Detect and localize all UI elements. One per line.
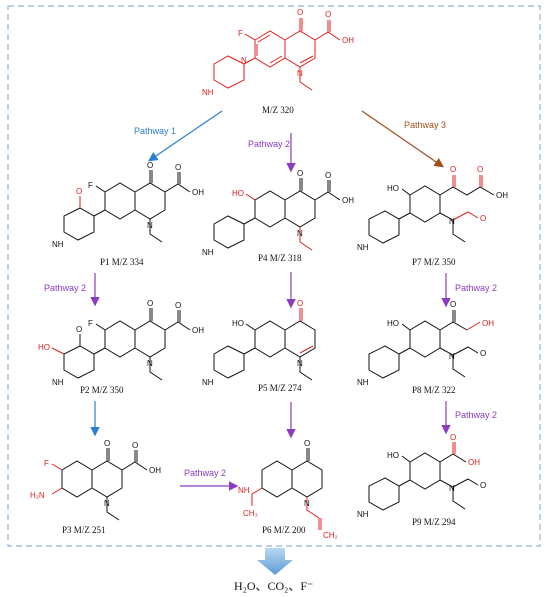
- p3-atom-N: N: [104, 499, 110, 508]
- parent-atom-F: F: [238, 29, 243, 38]
- p6-atom-CH3: CH₃: [243, 509, 258, 518]
- p6-atom-NH: NH: [238, 486, 250, 495]
- bottom-arrow: [257, 548, 293, 575]
- p5-structure: [213, 308, 316, 381]
- label-pathway2-c: Pathway 2: [184, 468, 226, 478]
- p8-atom-OH: OH: [482, 319, 494, 328]
- p1-atom-F: F: [88, 181, 93, 190]
- p4-atom-HO: HO: [232, 189, 244, 198]
- p7-atom-N: N: [449, 217, 455, 226]
- p2-atom-N: N: [147, 359, 153, 368]
- p7-atom-OH: OH: [496, 191, 508, 200]
- p6-atom-N: N: [304, 499, 310, 508]
- p8-atom-NH: NH: [357, 378, 369, 387]
- p3-structure: [51, 448, 148, 521]
- parent-atom-NH: NH: [202, 88, 214, 97]
- p6-label: P6 M/Z 200: [262, 525, 306, 535]
- p9-atom-O: O: [450, 433, 456, 442]
- p4-atom-O: O: [297, 169, 303, 178]
- p1-atom-O2: O: [175, 163, 181, 172]
- parent-atom-O: O: [297, 8, 303, 17]
- label-pathway3: Pathway 3: [404, 120, 446, 130]
- parent-atom-O2: O: [325, 10, 331, 19]
- p9-atom-O2: O: [480, 481, 486, 490]
- p5-atom-N: N: [297, 359, 303, 368]
- label-pathway2-a: Pathway 2: [248, 139, 290, 149]
- p7-label: P7 M/Z 350: [412, 257, 456, 267]
- label-pathway2-b: Pathway 2: [44, 283, 86, 293]
- parent-atom-OH: OH: [342, 36, 354, 45]
- p2-atom-O2: O: [175, 301, 181, 310]
- p6-atom-O: O: [304, 439, 310, 448]
- p2-atom-O: O: [147, 299, 153, 308]
- p7-atom-O3: O: [480, 214, 486, 223]
- p2-atom-HO-red: HO: [38, 343, 50, 352]
- p7-atom-O2: O: [477, 165, 483, 174]
- p8-atom-O: O: [450, 300, 456, 309]
- p2-label: P2 M/Z 350: [80, 385, 124, 395]
- p3-atom-O: O: [104, 439, 110, 448]
- p6-atom-CH2: CH₂: [323, 531, 338, 540]
- label-pathway2-d: Pathway 2: [455, 283, 497, 293]
- p1-label: P1 M/Z 334: [100, 257, 144, 267]
- frame-border: [7, 5, 541, 547]
- p2-atom-F: F: [88, 319, 93, 328]
- p1-atom-O: O: [147, 161, 153, 170]
- p8-atom-O2: O: [480, 349, 486, 358]
- arrow-pathway3-parent-to-p7: [361, 110, 444, 168]
- p3-atom-O2: O: [132, 441, 138, 450]
- p4-label: P4 M/Z 318: [258, 253, 302, 263]
- arrow-pathway1-parent-to-p1: [148, 110, 223, 162]
- p7-atom-O: O: [450, 165, 456, 174]
- p7-structure: [368, 175, 495, 244]
- p9-label: P9 M/Z 294: [412, 517, 456, 527]
- parent-structure: [213, 18, 341, 91]
- p9-atom-N: N: [449, 484, 455, 493]
- p2-atom-OH: OH: [192, 326, 204, 335]
- parent-atom-N: N: [297, 69, 303, 78]
- p2-atom-NH: NH: [52, 378, 64, 387]
- p5-atom-O: O: [297, 299, 303, 308]
- parent-atom-N2: N: [241, 56, 247, 65]
- p6-structure: [251, 448, 323, 530]
- p3-label: P3 M/Z 251: [62, 525, 106, 535]
- p9-atom-NH: NH: [357, 510, 369, 519]
- p1-atom-OH: OH: [192, 188, 204, 197]
- p1-structure: [63, 170, 191, 243]
- p1-atom-O-red: O: [76, 187, 82, 196]
- label-pathway2-e: Pathway 2: [455, 410, 497, 420]
- p7-atom-NH: NH: [357, 243, 369, 252]
- p8-atom-N: N: [449, 352, 455, 361]
- p2-atom-O3: O: [76, 325, 82, 334]
- p3-atom-F: F: [44, 459, 49, 468]
- p4-structure: [213, 178, 341, 251]
- p8-label: P8 M/Z 322: [412, 385, 456, 395]
- p3-atom-OH: OH: [149, 466, 161, 475]
- p2-structure: [51, 308, 191, 381]
- p9-structure: [368, 442, 479, 511]
- p4-atom-O2: O: [325, 171, 331, 180]
- p5-label: P5 M/Z 274: [258, 383, 302, 393]
- p8-structure: [368, 310, 481, 379]
- p9-atom-HO: HO: [387, 451, 399, 460]
- p4-atom-N: N: [297, 229, 303, 238]
- parent-label: M/Z 320: [262, 105, 294, 115]
- p9-atom-OH: OH: [468, 458, 480, 467]
- p7-atom-HO: HO: [387, 184, 399, 193]
- p5-atom-NH: NH: [202, 378, 214, 387]
- p4-atom-NH: NH: [202, 248, 214, 257]
- p3-atom-H2N: H₂N: [30, 491, 45, 500]
- p1-atom-NH: NH: [52, 240, 64, 249]
- final-products: H₂O、CO₂、F⁻: [234, 579, 313, 593]
- p8-atom-HO: HO: [387, 319, 399, 328]
- p5-atom-HO: HO: [232, 319, 244, 328]
- p1-atom-N: N: [147, 221, 153, 230]
- label-pathway1: Pathway 1: [134, 126, 176, 136]
- p4-atom-OH: OH: [342, 196, 354, 205]
